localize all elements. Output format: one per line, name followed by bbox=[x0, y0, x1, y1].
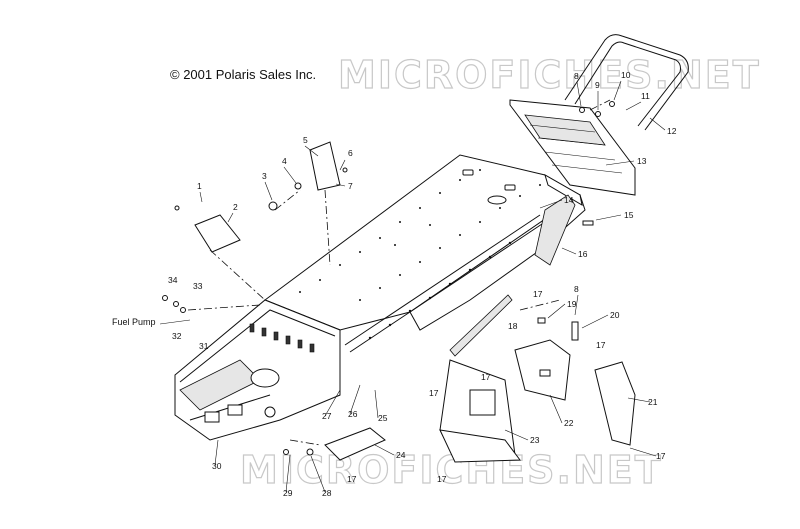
label-17-d: 17 bbox=[429, 388, 439, 398]
running-board-track bbox=[449, 294, 513, 357]
footrest-16 bbox=[534, 194, 576, 266]
bracket-2 bbox=[194, 214, 241, 253]
label-22: 22 bbox=[564, 418, 574, 428]
label-27: 27 bbox=[322, 411, 332, 421]
label-12: 12 bbox=[667, 126, 677, 136]
label-16: 16 bbox=[578, 249, 588, 259]
front-bulkhead bbox=[174, 299, 341, 441]
label-21: 21 bbox=[648, 397, 658, 407]
label-9: 9 bbox=[595, 80, 600, 90]
step-plate-24 bbox=[324, 427, 386, 461]
side-panel-22 bbox=[514, 339, 571, 401]
label-15: 15 bbox=[624, 210, 634, 220]
label-26: 26 bbox=[348, 409, 358, 419]
label-17-a: 17 bbox=[533, 289, 543, 299]
label-2: 2 bbox=[233, 202, 238, 212]
side-rail-holes bbox=[368, 241, 512, 340]
copyright-text: © 2001 Polaris Sales Inc. bbox=[170, 67, 316, 82]
label-7: 7 bbox=[348, 181, 353, 191]
label-25: 25 bbox=[378, 413, 388, 423]
label-17-f: 17 bbox=[437, 474, 447, 484]
side-panel-21 bbox=[594, 361, 636, 446]
label-8: 8 bbox=[574, 71, 579, 81]
watermark-top: MICROFICHES.NET bbox=[338, 53, 761, 97]
fuel-pump-label: Fuel Pump bbox=[112, 317, 156, 327]
label-19: 19 bbox=[567, 299, 577, 309]
label-17-e: 17 bbox=[347, 474, 357, 484]
label-33: 33 bbox=[193, 281, 203, 291]
tunnel-rivets bbox=[299, 169, 541, 301]
bulkhead-lugs bbox=[249, 323, 315, 353]
label-24: 24 bbox=[396, 450, 406, 460]
rear-bumper bbox=[564, 34, 689, 131]
label-17-b: 17 bbox=[596, 340, 606, 350]
label-34: 34 bbox=[168, 275, 178, 285]
label-ticks bbox=[159, 80, 666, 493]
label-8-b: 8 bbox=[574, 284, 579, 294]
label-18: 18 bbox=[508, 321, 518, 331]
label-30: 30 bbox=[212, 461, 222, 471]
side-panel-23 bbox=[439, 359, 521, 463]
leader-lines bbox=[187, 99, 611, 446]
label-1: 1 bbox=[197, 181, 202, 191]
label-11: 11 bbox=[641, 91, 650, 101]
label-10: 10 bbox=[621, 70, 631, 80]
label-6: 6 bbox=[348, 148, 353, 158]
label-17-g: 17 bbox=[656, 451, 666, 461]
label-17-c: 17 bbox=[481, 372, 491, 382]
fasteners bbox=[162, 101, 615, 456]
label-31: 31 bbox=[199, 341, 209, 351]
label-4: 4 bbox=[282, 156, 287, 166]
part-callouts: 1 2 3 4 5 6 7 8 9 10 11 12 13 14 15 16 1… bbox=[112, 70, 677, 498]
label-5: 5 bbox=[303, 135, 308, 145]
label-20: 20 bbox=[610, 310, 620, 320]
label-23: 23 bbox=[530, 435, 540, 445]
label-14: 14 bbox=[564, 195, 574, 205]
rear-flap bbox=[509, 99, 636, 196]
label-29: 29 bbox=[283, 488, 293, 498]
bracket-5 bbox=[309, 141, 341, 191]
label-3: 3 bbox=[262, 171, 267, 181]
label-13: 13 bbox=[637, 156, 647, 166]
label-32: 32 bbox=[172, 331, 182, 341]
label-28: 28 bbox=[322, 488, 332, 498]
